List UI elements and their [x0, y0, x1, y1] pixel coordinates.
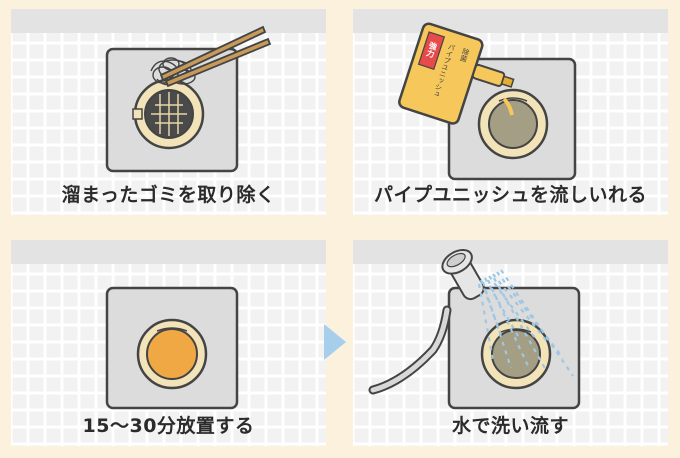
step-4-caption: 水で洗い流す: [451, 415, 569, 437]
step-3-caption: 15〜30分放置する: [82, 415, 255, 437]
step-2-panel: 強力 パイプユニッシュ 除菌 パイプユニッシュを流しいれる: [350, 6, 671, 218]
drain-with-hair-and-chopsticks-icon: [11, 9, 326, 215]
step-1-caption: 溜まったゴミを取り除く: [61, 184, 276, 206]
step-4-panel: 水で洗い流す: [350, 237, 671, 449]
step-2-caption: パイプユニッシュを流しいれる: [373, 184, 647, 206]
step-3-panel: 15〜30分放置する: [8, 237, 329, 449]
shower-rinse-icon: [353, 240, 668, 446]
step-1-panel: 溜まったゴミを取り除く: [8, 6, 329, 218]
pouring-cleaner-bottle-icon: 強力 パイプユニッシュ 除菌: [353, 9, 668, 215]
drain-soaking-icon: [11, 240, 326, 446]
next-step-arrow-icon: [324, 324, 346, 360]
